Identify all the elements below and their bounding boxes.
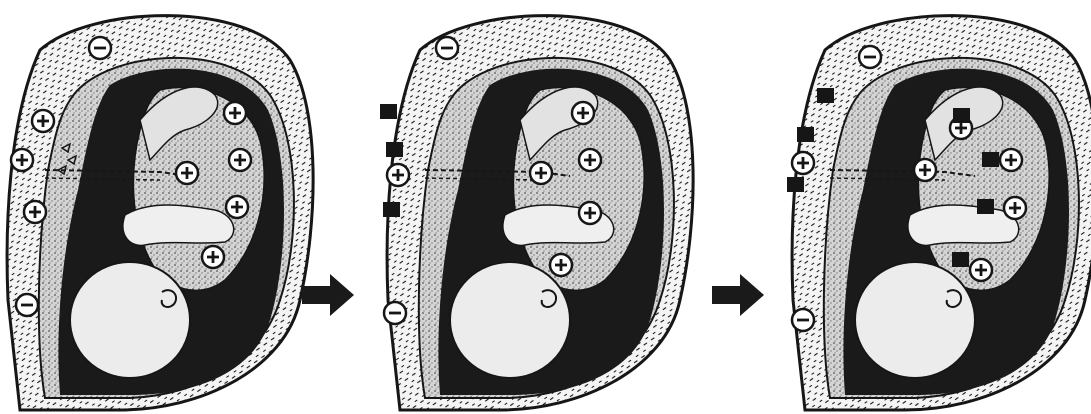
positive-charge-icon <box>550 254 572 276</box>
positive-charge-icon <box>32 110 54 132</box>
panel-3 <box>785 0 1091 414</box>
positive-charge-icon <box>229 149 251 171</box>
fetus-leg <box>123 205 234 245</box>
negative-charge-icon <box>384 302 406 324</box>
positive-charge-icon <box>572 102 594 124</box>
black-block-marker <box>386 142 403 157</box>
black-block-marker <box>797 127 814 142</box>
negative-charge-icon <box>89 37 111 59</box>
positive-charge-icon <box>24 201 46 223</box>
positive-charge-icon <box>226 196 248 218</box>
black-block-marker <box>977 199 994 214</box>
negative-charge-icon <box>859 46 881 68</box>
positive-charge-icon <box>914 159 936 181</box>
positive-charge-icon <box>530 162 552 184</box>
positive-charge-icon <box>1004 197 1026 219</box>
black-block-marker <box>787 177 804 192</box>
positive-charge-icon <box>579 202 601 224</box>
black-block-marker <box>817 88 834 103</box>
panel-2 <box>380 0 700 414</box>
black-block-marker <box>380 104 397 119</box>
black-block-marker <box>982 152 999 167</box>
black-block-marker <box>952 252 969 267</box>
positive-charge-icon <box>792 152 814 174</box>
fetus-leg <box>908 205 1019 245</box>
arrow-right-icon <box>710 270 766 320</box>
negative-charge-icon <box>436 37 458 59</box>
black-block-marker <box>953 108 970 123</box>
positive-charge-icon <box>579 149 601 171</box>
positive-charge-icon <box>1000 149 1022 171</box>
black-block-marker <box>383 202 400 217</box>
fetus-head <box>450 262 570 378</box>
positive-charge-icon <box>224 102 246 124</box>
positive-charge-icon <box>970 259 992 281</box>
positive-charge-icon <box>387 164 409 186</box>
negative-charge-icon <box>792 309 814 331</box>
negative-charge-icon <box>16 294 38 316</box>
positive-charge-icon <box>11 149 33 171</box>
fetus-head <box>70 262 190 378</box>
panel-1 <box>0 0 320 414</box>
positive-charge-icon <box>176 162 198 184</box>
fetus-head <box>855 262 975 378</box>
arrow-right-icon <box>300 270 356 320</box>
positive-charge-icon <box>202 246 224 268</box>
